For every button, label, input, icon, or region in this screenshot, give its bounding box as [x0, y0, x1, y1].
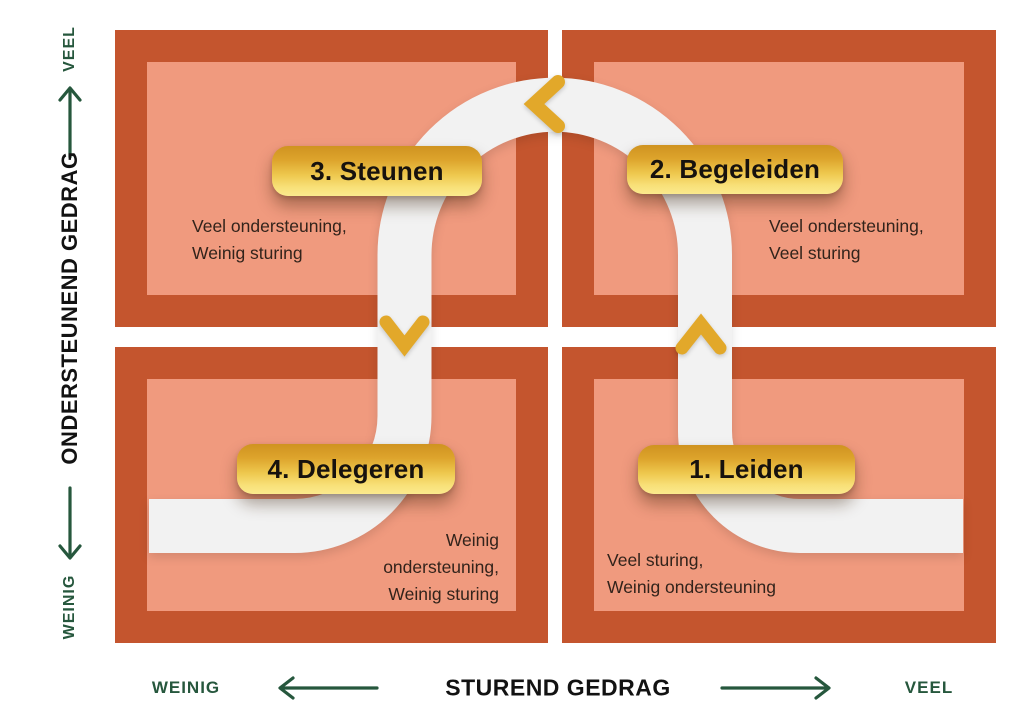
- y-axis-arrow-down-icon: [58, 486, 82, 560]
- pill-steunen: 3. Steunen: [272, 146, 482, 196]
- desc-line: ondersteuning,: [383, 557, 499, 577]
- desc-steunen: Veel ondersteuning, Weinig sturing: [192, 213, 347, 267]
- x-axis-max-label: VEEL: [904, 678, 954, 697]
- desc-line: Veel sturing: [769, 243, 861, 263]
- x-axis-arrow-right-icon: [720, 676, 831, 700]
- x-axis-arrow-left-icon: [278, 676, 379, 700]
- pill-leiden: 1. Leiden: [638, 445, 855, 494]
- pill-delegeren: 4. Delegeren: [237, 444, 455, 494]
- desc-line: Weinig: [445, 530, 499, 550]
- desc-line: Veel ondersteuning,: [769, 216, 924, 236]
- desc-line: Weinig ondersteuning: [607, 577, 776, 597]
- pill-begeleiden: 2. Begeleiden: [627, 145, 843, 194]
- desc-line: Veel ondersteuning,: [192, 216, 347, 236]
- y-axis-min-label: WEINIG: [61, 574, 78, 640]
- desc-leiden: Veel sturing, Weinig ondersteuning: [607, 547, 776, 601]
- desc-line: Weinig sturing: [388, 584, 499, 604]
- y-axis-max-label: VEEL: [61, 26, 78, 72]
- desc-begeleiden: Veel ondersteuning, Veel sturing: [769, 213, 924, 267]
- x-axis-label: STUREND GEDRAG: [445, 674, 671, 701]
- desc-line: Veel sturing,: [607, 550, 704, 570]
- y-axis-label: ONDERSTEUNEND GEDRAG: [57, 151, 82, 465]
- desc-delegeren: Weinig ondersteuning, Weinig sturing: [383, 527, 499, 608]
- chevron-up-icon: [675, 313, 727, 355]
- desc-line: Weinig sturing: [192, 243, 303, 263]
- y-axis-arrow-up-icon: [58, 86, 82, 159]
- x-axis-min-label: WEINIG: [151, 678, 221, 697]
